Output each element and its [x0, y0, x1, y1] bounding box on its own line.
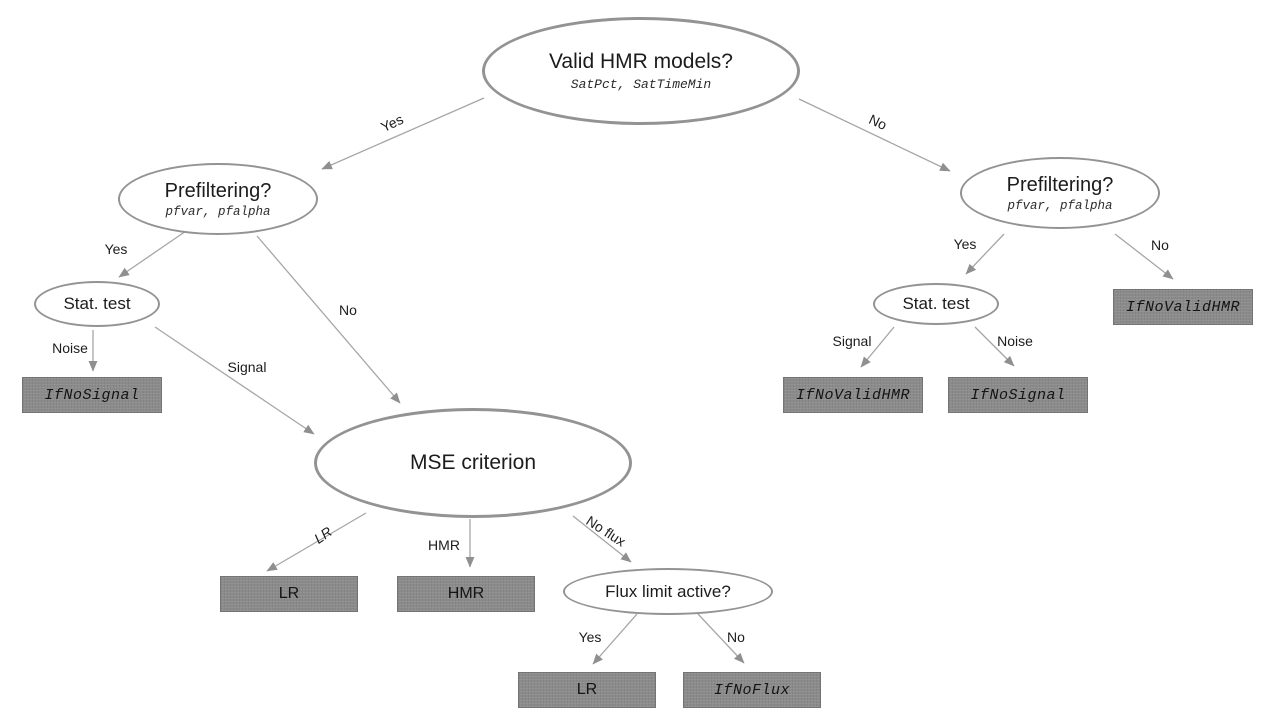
edge-validhmr-no-to-prefilter-right [798, 98, 951, 172]
node-title: Valid HMR models? [548, 50, 733, 74]
edge-stattestright-noise-to-ifnosignal [974, 326, 1015, 367]
edge-mse-noflux-to-fluxlimit [572, 515, 632, 563]
decision-node-stat-test-left: Stat. test [34, 281, 160, 327]
node-title: Prefiltering? [1006, 173, 1114, 196]
edge-label-noise-left: Noise [52, 340, 88, 356]
decision-node-flux-limit-active: Flux limit active? [563, 568, 773, 615]
outcome-box-hmr-mid: HMR [397, 576, 535, 612]
node-title: Stat. test [63, 294, 131, 314]
edge-label-no-left: No [339, 302, 357, 318]
node-parameters: pfvar, pfalpha [165, 204, 271, 219]
edge-label-signal-right: Signal [832, 333, 872, 349]
node-title: Stat. test [902, 294, 970, 314]
decision-node-stat-test-right: Stat. test [873, 283, 999, 325]
decision-node-valid-hmr-models: Valid HMR models? SatPct, SatTimeMin [482, 17, 800, 125]
edge-stattestleft-signal-to-mse [154, 326, 315, 435]
node-title: MSE criterion [409, 450, 537, 474]
edge-prefilterright-no-to-ifnovalidhmr [1114, 233, 1174, 280]
edge-label-no-right: No [1151, 237, 1169, 253]
outcome-box-lr-bottom: LR [518, 672, 656, 708]
edge-prefilterleft-yes-to-stattest [118, 230, 187, 278]
edge-mse-lr-to-lrbox [266, 512, 367, 572]
edge-label-yes-flux: Yes [578, 629, 602, 645]
edge-label-hmr: HMR [428, 537, 460, 553]
outcome-box-ifnosignal-left: IfNoSignal [22, 377, 162, 413]
edge-fluxlimit-yes-to-lrbox [592, 613, 638, 665]
outcome-box-ifnovalidhmr-right: IfNoValidHMR [1113, 289, 1253, 325]
edge-label-signal-left: Signal [227, 359, 267, 375]
outcome-box-ifnosignal-right: IfNoSignal [948, 377, 1088, 413]
edge-stattestright-signal-to-ifnovalidhmr [860, 326, 895, 368]
edge-label-no-flux-out: No [727, 629, 745, 645]
edge-label-yes-right: Yes [953, 236, 977, 252]
node-parameters: SatPct, SatTimeMin [570, 76, 712, 92]
node-title: Flux limit active? [605, 581, 731, 601]
edge-prefilterright-yes-to-stattest [965, 233, 1005, 275]
edge-prefilterleft-no-to-mse [256, 235, 401, 404]
node-parameters: pfvar, pfalpha [1007, 198, 1113, 213]
decision-node-mse-criterion: MSE criterion [314, 408, 632, 518]
outcome-box-ifnovalidhmr-mid: IfNoValidHMR [783, 377, 923, 413]
outcome-box-ifnoflux: IfNoFlux [683, 672, 821, 708]
node-title: Prefiltering? [164, 179, 272, 202]
decision-node-prefiltering-left: Prefiltering? pfvar, pfalpha [118, 163, 318, 235]
edge-validhmr-yes-to-prefilter-left [321, 97, 485, 170]
edge-fluxlimit-no-to-ifnoflux [697, 613, 745, 664]
decision-node-prefiltering-right: Prefiltering? pfvar, pfalpha [960, 157, 1160, 229]
edge-label-noise-right: Noise [997, 333, 1033, 349]
edge-label-yes-left: Yes [104, 241, 128, 257]
outcome-box-lr-mid: LR [220, 576, 358, 612]
